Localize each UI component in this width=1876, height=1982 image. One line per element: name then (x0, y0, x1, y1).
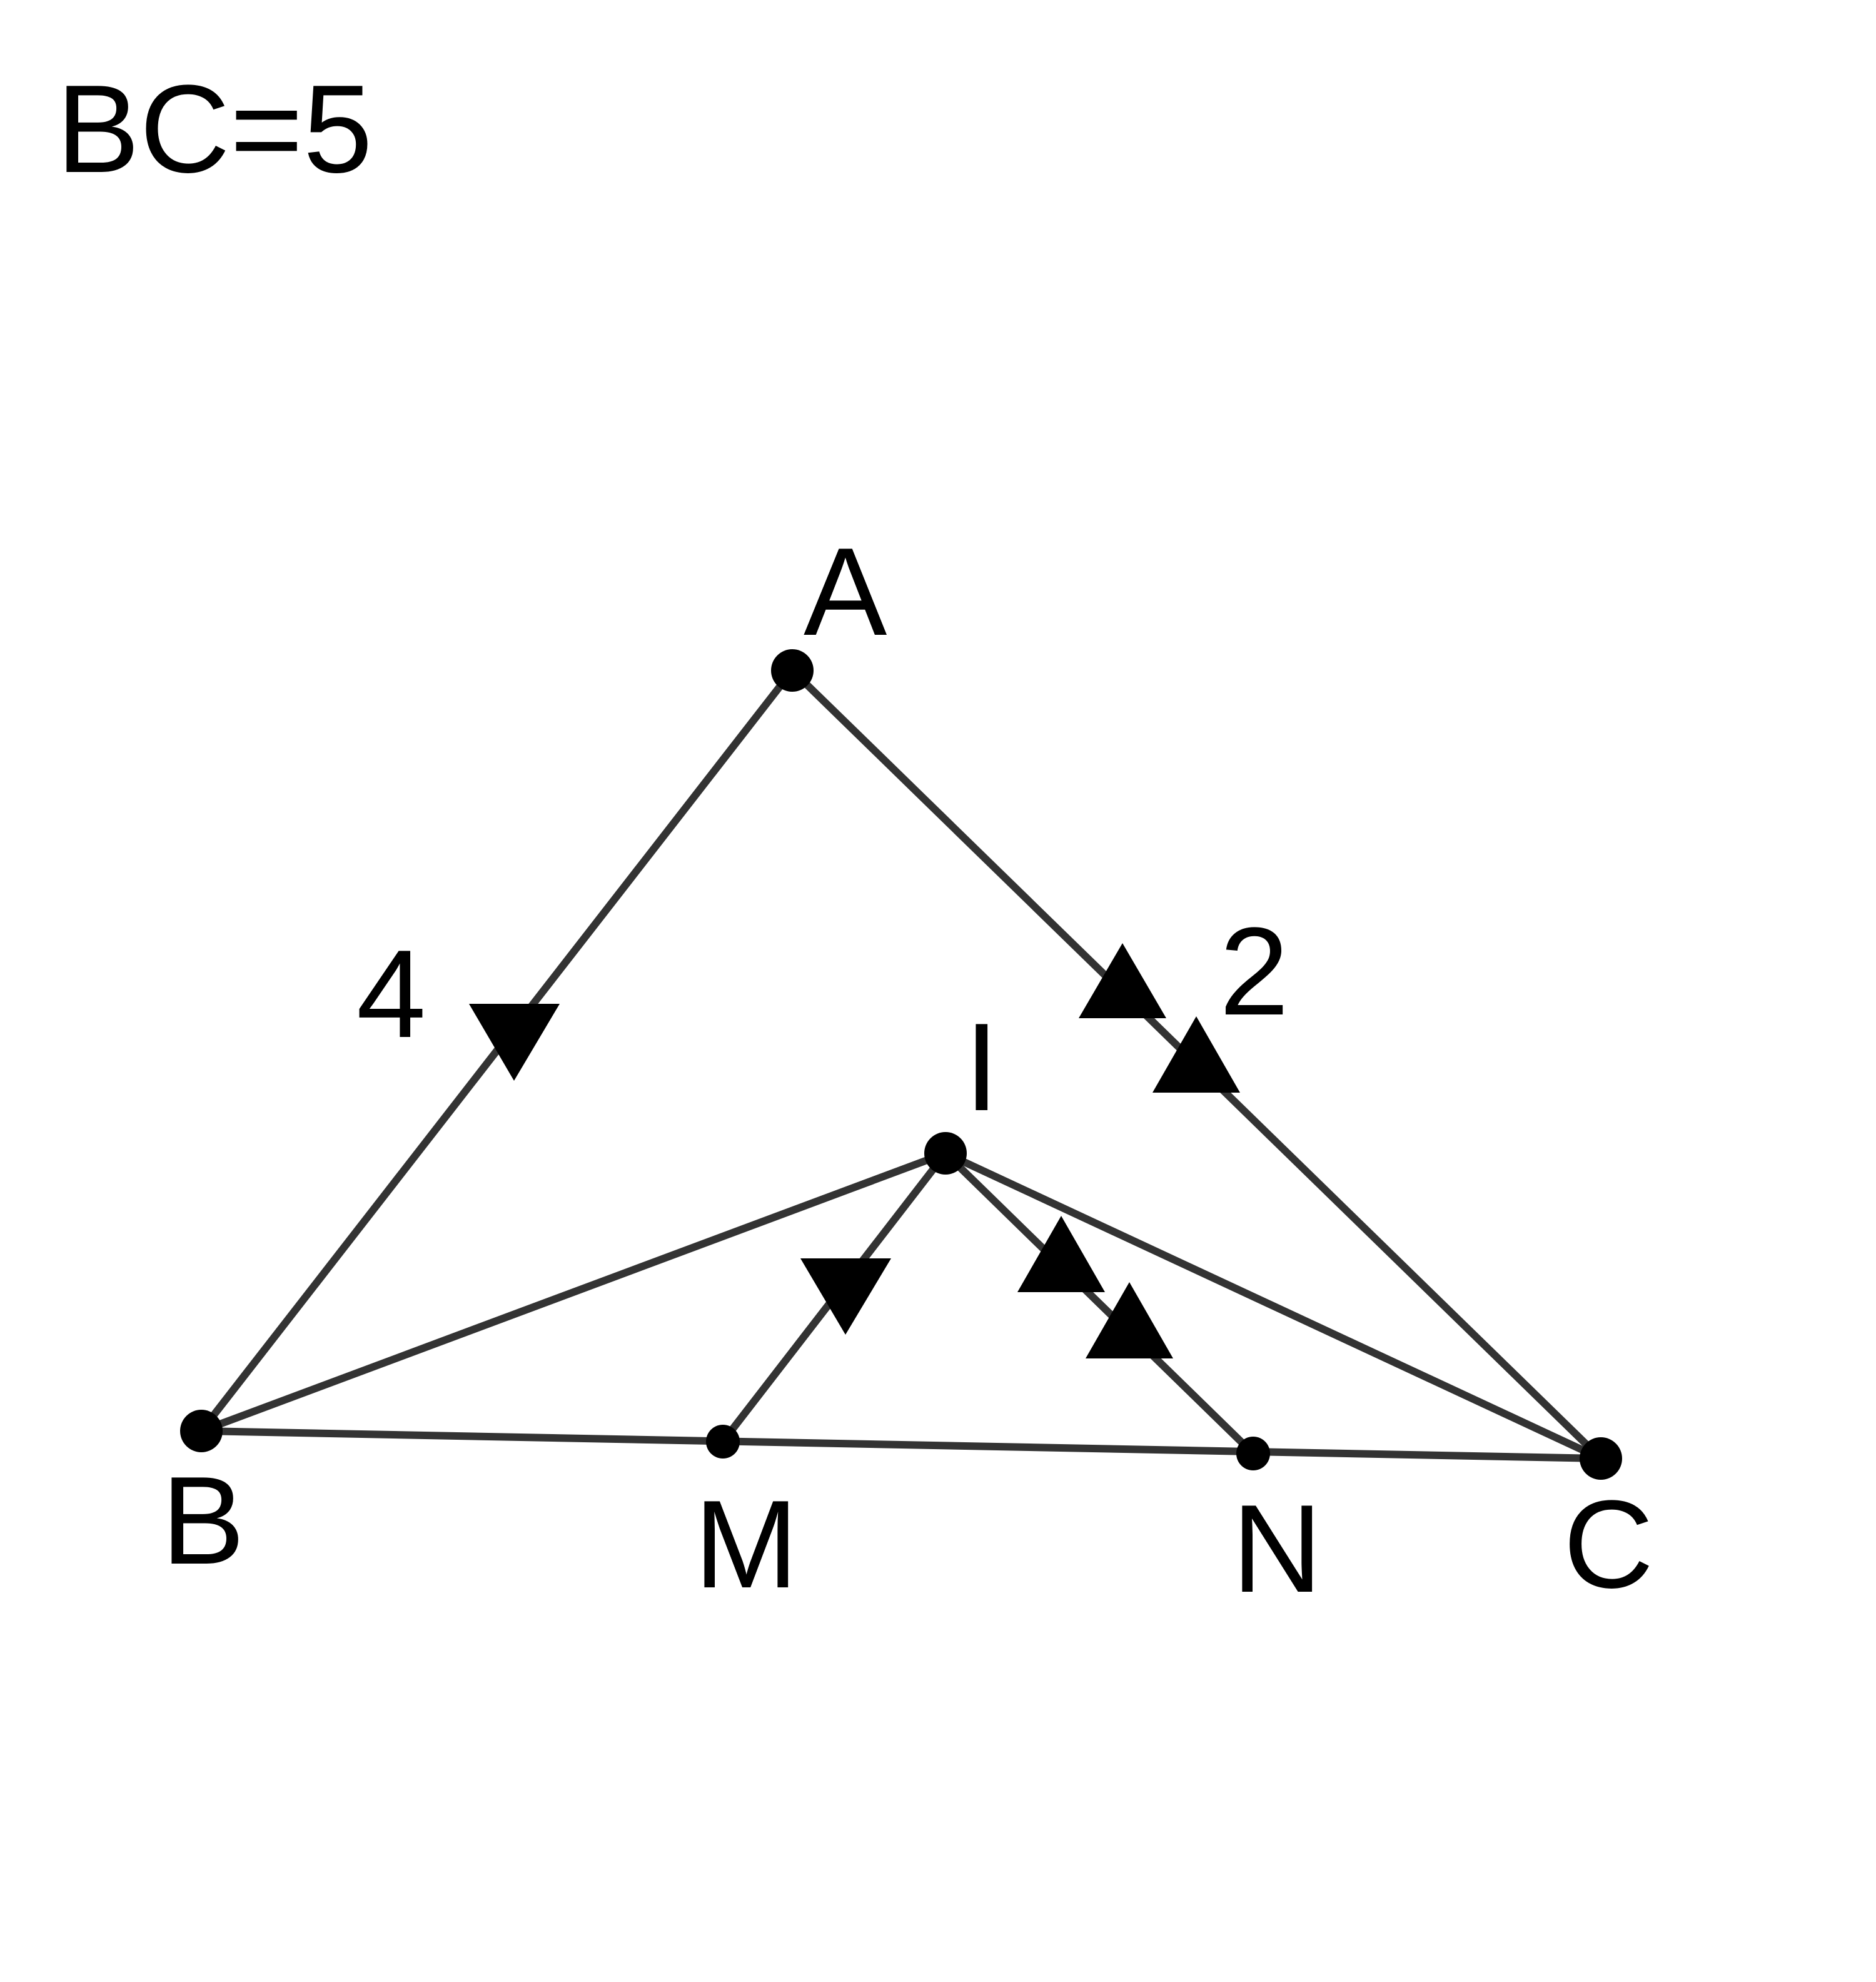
parallel-marker-in-1 (1017, 1216, 1105, 1292)
label-i: I (964, 998, 999, 1137)
length-ab: 4 (356, 924, 426, 1064)
segment-ci (942, 1150, 1605, 1462)
label-c: C (1563, 1475, 1653, 1614)
point-m (706, 1425, 740, 1459)
label-n: N (1232, 1479, 1322, 1619)
length-ac: 2 (1219, 902, 1289, 1041)
point-a (771, 649, 814, 692)
given-condition: BC=5 (56, 59, 373, 199)
segment-bi (198, 1150, 949, 1435)
segment-bc (198, 1427, 1605, 1462)
point-i (924, 1132, 967, 1175)
segment-in (942, 1150, 1257, 1457)
label-a: A (804, 522, 887, 662)
parallel-marker-ac-1 (1079, 943, 1166, 1018)
label-m: M (694, 1475, 799, 1614)
point-n (1236, 1437, 1270, 1470)
point-b (180, 1410, 223, 1452)
parallel-marker-in-2 (1086, 1282, 1173, 1358)
point-c (1580, 1437, 1622, 1480)
parallel-marker-ac-2 (1152, 1016, 1240, 1093)
label-b: B (161, 1451, 245, 1590)
parallel-marker-im (800, 1258, 891, 1335)
parallel-marker-ab (469, 1004, 560, 1081)
